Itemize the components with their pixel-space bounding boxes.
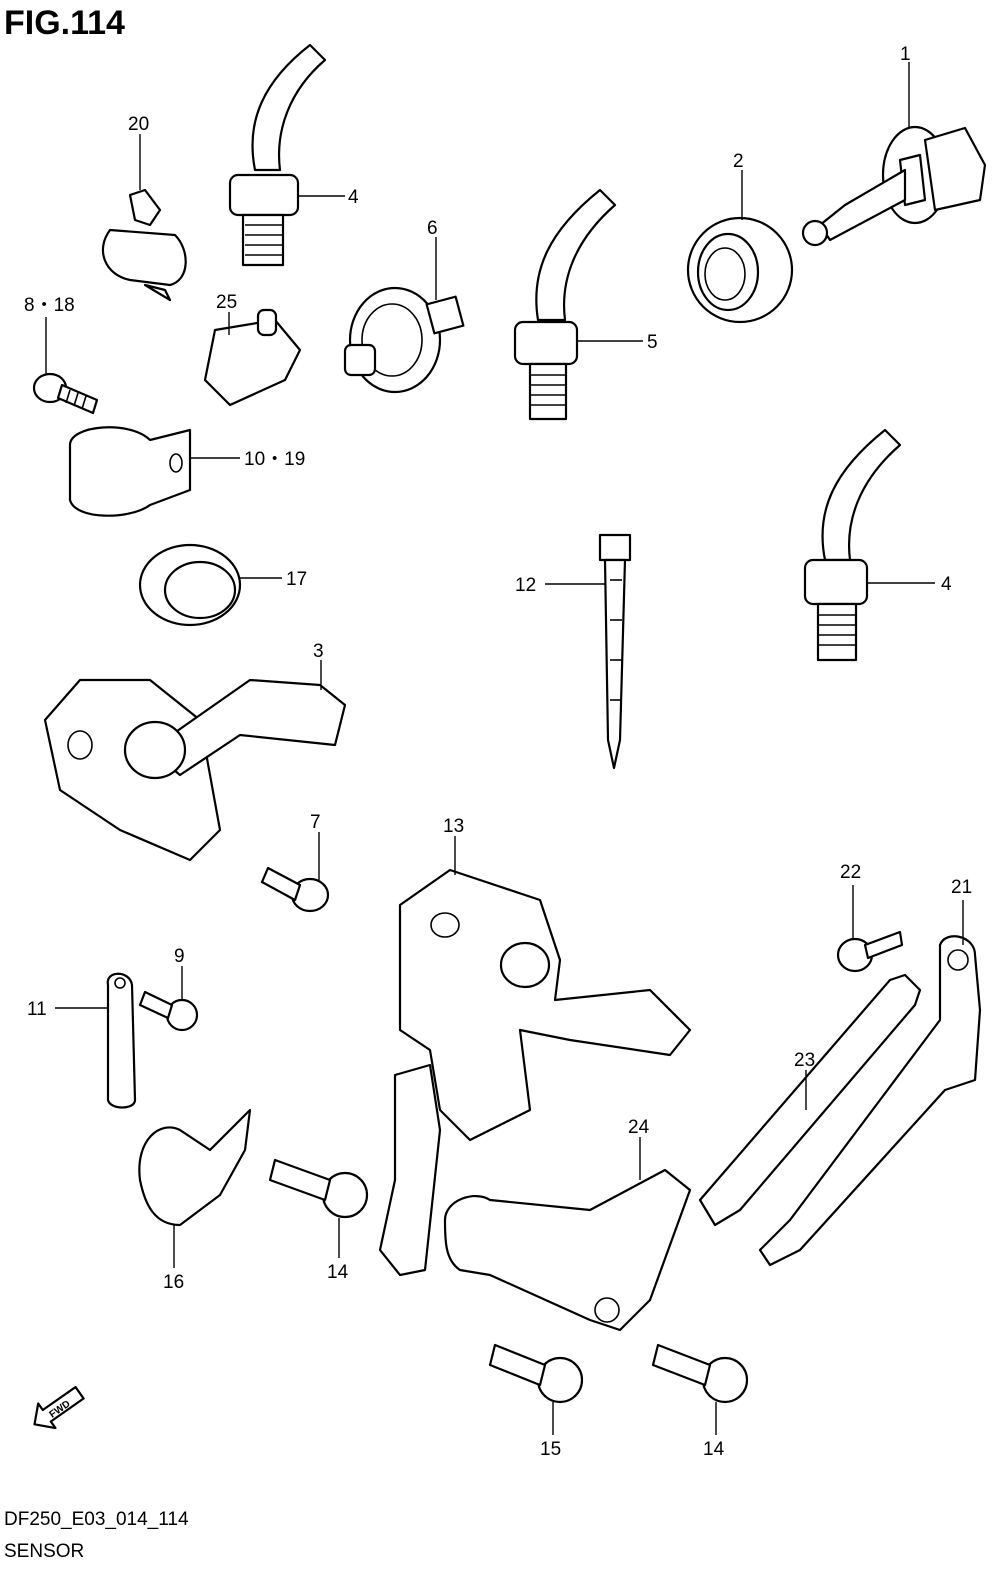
part-14-bolt-lower bbox=[651, 1343, 749, 1404]
callout-10-19: 10・19 bbox=[244, 449, 305, 470]
callout-9: 9 bbox=[174, 946, 185, 967]
callout-14-mid: 14 bbox=[327, 1262, 349, 1283]
part-22-bolt bbox=[836, 930, 904, 973]
part-9-screw bbox=[138, 990, 199, 1032]
part-10-19-clamp bbox=[68, 426, 192, 517]
callout-24: 24 bbox=[628, 1117, 650, 1138]
fwd-arrow-icon: FWD bbox=[33, 1385, 85, 1430]
callout-5: 5 bbox=[647, 332, 658, 353]
part-4-sensor-top bbox=[228, 43, 327, 267]
callout-4-top: 4 bbox=[348, 187, 359, 208]
part-25-clamp bbox=[203, 308, 302, 407]
part-20-clip bbox=[101, 188, 187, 302]
part-17-grommet bbox=[138, 543, 242, 627]
callout-22: 22 bbox=[840, 862, 861, 883]
part-14-bolt-mid bbox=[268, 1158, 369, 1219]
callout-11: 11 bbox=[27, 999, 47, 1020]
callout-4-right: 4 bbox=[941, 574, 952, 595]
callout-labels: 1 2 3 4 4 5 6 7 8・18 9 10・19 11 12 13 14… bbox=[24, 44, 972, 1460]
callout-7: 7 bbox=[310, 812, 321, 833]
diagram-code: DF250_E03_014_114 bbox=[4, 1509, 189, 1530]
part-24-bracket-plate bbox=[443, 1168, 692, 1332]
section-name: SENSOR bbox=[4, 1541, 85, 1562]
leader-lines bbox=[45, 62, 964, 1435]
part-16-wire-clip bbox=[138, 1108, 252, 1227]
part-1-sensor-connector bbox=[801, 125, 987, 247]
part-6-knock-sensor bbox=[343, 286, 465, 394]
callout-3: 3 bbox=[313, 641, 324, 662]
callout-17: 17 bbox=[286, 569, 307, 590]
callout-23: 23 bbox=[794, 1050, 815, 1071]
callout-2: 2 bbox=[733, 151, 744, 172]
callout-12: 12 bbox=[515, 575, 536, 596]
callout-21: 21 bbox=[951, 877, 972, 898]
callout-16: 16 bbox=[163, 1272, 184, 1293]
part-5-sensor bbox=[513, 188, 617, 421]
figure-title: FIG.114 bbox=[4, 4, 125, 42]
part-23-lever bbox=[698, 973, 922, 1227]
callout-6: 6 bbox=[427, 218, 438, 239]
part-8-18-bolt bbox=[32, 372, 99, 415]
part-21-bracket bbox=[758, 935, 982, 1267]
part-7-bolt bbox=[260, 866, 330, 913]
callout-13: 13 bbox=[443, 816, 464, 837]
part-11-strap bbox=[106, 972, 137, 1109]
part-12-cable-tie bbox=[598, 533, 632, 770]
callout-20: 20 bbox=[128, 114, 149, 135]
part-3-sensor-bracket bbox=[43, 678, 347, 862]
part-4-sensor-right bbox=[803, 428, 902, 662]
callout-25: 25 bbox=[216, 292, 237, 313]
callout-1: 1 bbox=[900, 44, 911, 65]
callout-8-18: 8・18 bbox=[24, 295, 75, 316]
part-2-grommet bbox=[686, 216, 794, 324]
part-15-bolt bbox=[488, 1343, 584, 1404]
callout-14-lower: 14 bbox=[703, 1439, 725, 1460]
part-13-bracket-assy bbox=[378, 868, 692, 1277]
callout-15: 15 bbox=[540, 1439, 561, 1460]
